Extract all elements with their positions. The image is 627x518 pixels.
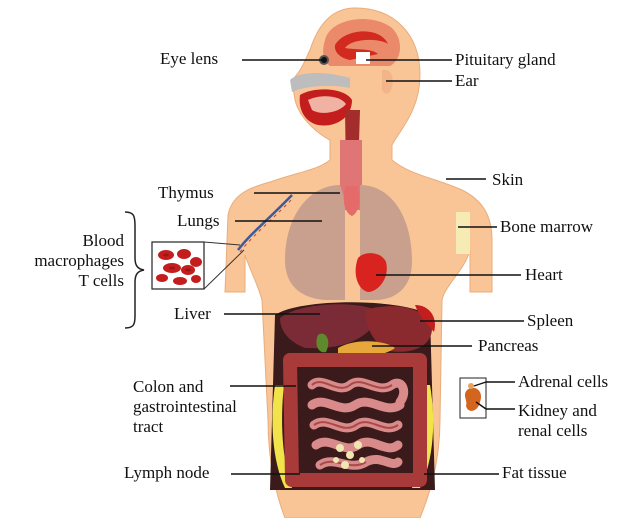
label-fat-tissue: Fat tissue <box>502 463 567 483</box>
bone-marrow <box>456 212 470 254</box>
label-heart: Heart <box>525 265 563 285</box>
label-colon-group: Colon and gastrointestinal tract <box>133 377 237 437</box>
label-kidney-group: Kidney and renal cells <box>518 401 597 441</box>
label-macrophages: macrophages <box>28 251 124 271</box>
label-pituitary-gland: Pituitary gland <box>455 50 556 70</box>
label-pancreas: Pancreas <box>478 336 538 356</box>
label-blood: Blood <box>28 231 124 251</box>
label-blood-group: Blood macrophages T cells <box>28 231 124 291</box>
label-adrenal-cells: Adrenal cells <box>518 372 608 392</box>
label-kidney-line1: Kidney and <box>518 401 597 421</box>
adrenal-icon <box>468 383 474 389</box>
label-eye-lens: Eye lens <box>160 49 218 69</box>
label-bone-marrow: Bone marrow <box>500 217 593 237</box>
label-ear: Ear <box>455 71 479 91</box>
label-lungs: Lungs <box>177 211 220 231</box>
label-skin: Skin <box>492 170 523 190</box>
label-lymph-node: Lymph node <box>124 463 209 483</box>
label-liver: Liver <box>174 304 211 324</box>
label-spleen: Spleen <box>527 311 573 331</box>
label-colon-line2: gastrointestinal <box>133 397 237 417</box>
label-colon-line3: tract <box>133 417 237 437</box>
label-colon-line1: Colon and <box>133 377 237 397</box>
blood-brace <box>125 212 144 328</box>
label-kidney-line2: renal cells <box>518 421 597 441</box>
pituitary-gland <box>356 52 370 64</box>
label-thymus: Thymus <box>158 183 214 203</box>
label-t-cells: T cells <box>28 271 124 291</box>
